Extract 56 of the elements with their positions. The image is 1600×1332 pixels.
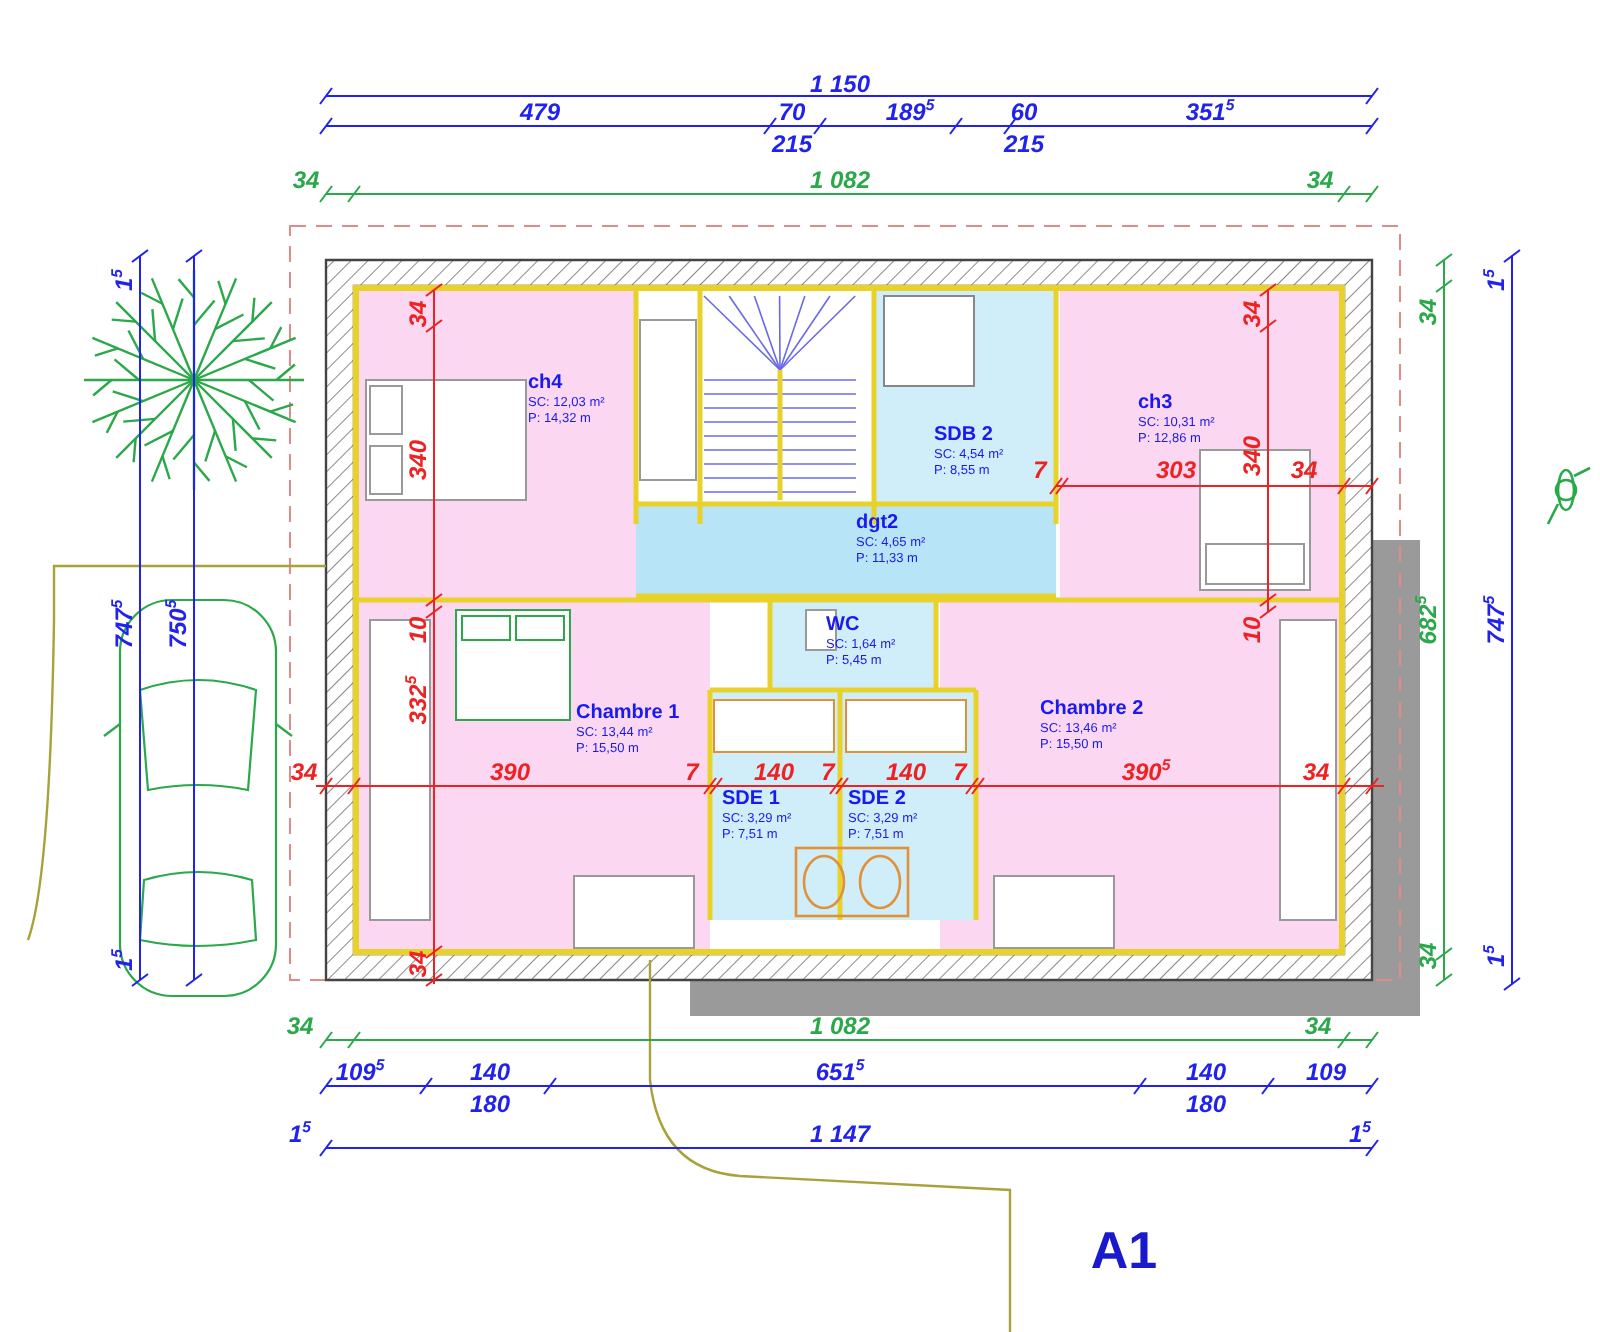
- room-name: dgt2: [856, 514, 899, 534]
- dimension-text: 34: [286, 1014, 314, 1038]
- dimension-text: 215: [1003, 132, 1045, 156]
- dimension-text: 34: [1306, 168, 1334, 192]
- room-name: SDE 2: [848, 790, 906, 810]
- dimension-text: 10: [406, 616, 430, 644]
- room-name: SDE 1: [722, 790, 780, 810]
- dimension-text: 340: [1240, 435, 1264, 477]
- dimension-text: 351$^{5}$: [1185, 100, 1235, 124]
- dimension-text: 7: [821, 760, 835, 784]
- dimension-text: 479: [519, 100, 561, 124]
- dimension-text: 7: [953, 760, 967, 784]
- dimension-text: 34: [1240, 300, 1264, 328]
- room-name: Chambre 2: [1040, 700, 1144, 720]
- room-name: WC: [826, 616, 860, 636]
- room-name: ch4: [528, 374, 563, 394]
- dimension-text: 34: [406, 950, 430, 978]
- dimension-text: 390$^{5}$: [1121, 760, 1171, 784]
- dimension-text: 10: [1240, 616, 1264, 644]
- dimension-text: 1 147: [809, 1122, 871, 1146]
- dimension-text: 109: [1305, 1060, 1347, 1084]
- room-name: ch3: [1138, 394, 1173, 414]
- dimension-text: 215: [771, 132, 813, 156]
- dimension-text: 303: [1155, 458, 1197, 482]
- dimension-text: 60: [1010, 100, 1038, 124]
- dimension-text: 1$^{5}$: [288, 1122, 312, 1146]
- dimension-text: 7: [685, 760, 699, 784]
- room-area: [636, 504, 1056, 596]
- dimension-text: 140: [1185, 1060, 1227, 1084]
- dimension-text: 34: [290, 760, 318, 784]
- dimension-text: 7: [1033, 458, 1047, 482]
- sheet-label: A1: [1090, 1224, 1158, 1276]
- dimension-text: 34: [1304, 1014, 1332, 1038]
- dimension-text: 34: [1302, 760, 1330, 784]
- dimension-text: 651$^{5}$: [815, 1060, 865, 1084]
- dimension-text: 1 150: [809, 72, 871, 96]
- dimension-text: 109$^{5}$: [335, 1060, 385, 1084]
- room-name: Chambre 1: [576, 704, 680, 724]
- dimension-text: 1 082: [809, 1014, 871, 1038]
- dimension-text: 140: [753, 760, 795, 784]
- dimension-text: 34: [406, 300, 430, 328]
- dimension-text: 140: [469, 1060, 511, 1084]
- dimension-text: 340: [406, 439, 430, 481]
- dimension-text: 34: [1290, 458, 1318, 482]
- dimension-text: 34: [1416, 298, 1440, 326]
- dimension-text: 180: [1185, 1092, 1227, 1116]
- room-name: SDB 2: [934, 426, 993, 446]
- dimension-text: 390: [489, 760, 531, 784]
- dimension-text: 180: [469, 1092, 511, 1116]
- dimension-text: 140: [885, 760, 927, 784]
- dimension-text: 1$^{5}$: [1348, 1122, 1372, 1146]
- dimension-text: 34: [1416, 942, 1440, 970]
- dimension-text: 189$^{5}$: [885, 100, 935, 124]
- dimension-text: 70: [778, 100, 806, 124]
- dimension-text: 34: [292, 168, 320, 192]
- dimension-text: 1 082: [809, 168, 871, 192]
